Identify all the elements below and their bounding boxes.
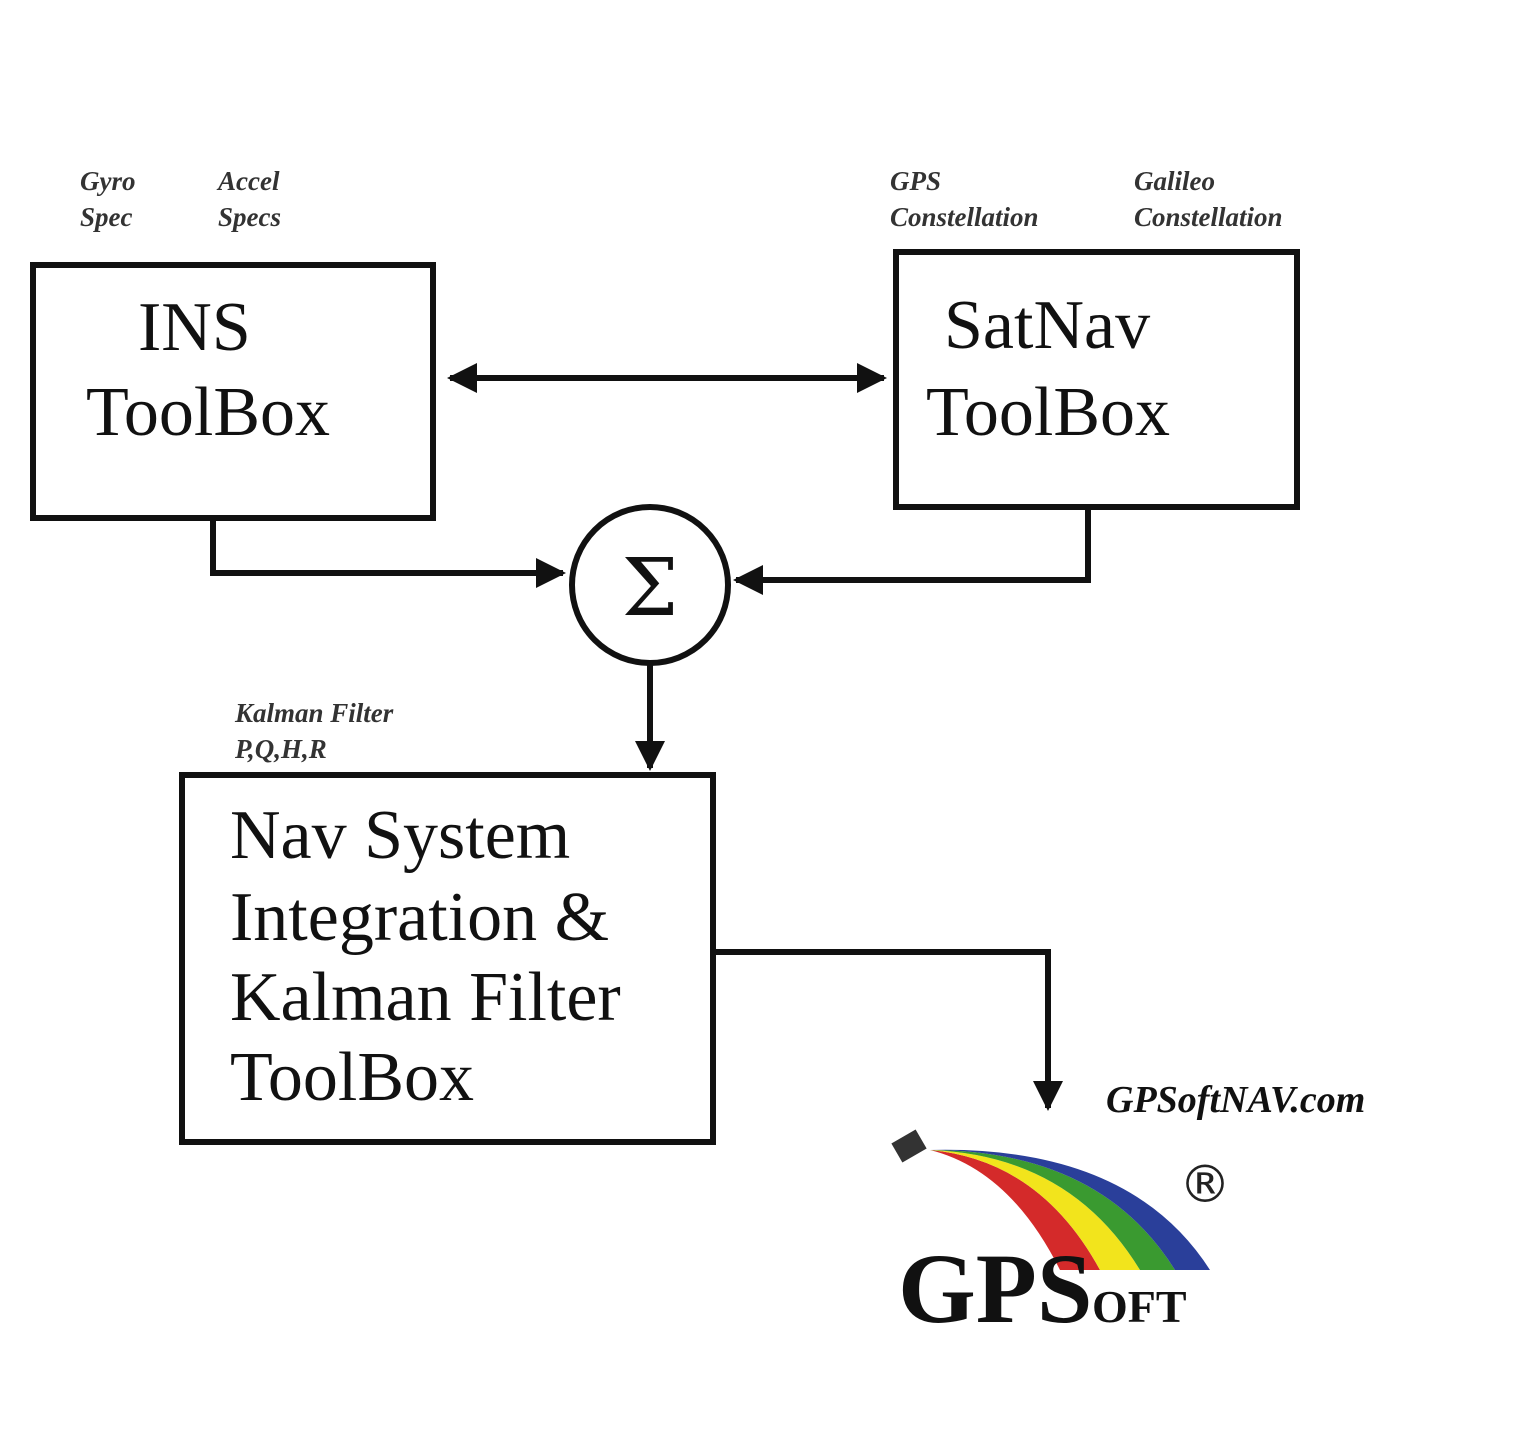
gyro-label-2: Spec — [80, 202, 133, 232]
sigma-symbol: Σ — [622, 541, 679, 634]
ins-toolbox-block: INS ToolBox — [30, 262, 436, 521]
kalman-label: Kalman Filter — [234, 698, 394, 728]
satnav-toolbox-block: SatNav ToolBox — [893, 249, 1300, 510]
nav-line-3: Kalman Filter — [230, 959, 621, 1036]
nav-line-1: Nav System — [230, 797, 570, 874]
satnav-subtitle: ToolBox — [926, 374, 1170, 451]
nav-line-4: ToolBox — [230, 1039, 474, 1116]
galileo-label: Galileo — [1134, 166, 1215, 196]
nav-integration-block: Nav System Integration & Kalman Filter T… — [179, 772, 716, 1145]
galileo-label-2: Constellation — [1134, 202, 1283, 232]
website-link[interactable]: GPSoftNAV.com — [1106, 1079, 1365, 1121]
registered-mark: ® — [1179, 1155, 1231, 1215]
ins-title: INS — [138, 289, 251, 366]
logo-small: OFT — [1092, 1281, 1187, 1332]
accel-label: Accel — [216, 166, 280, 196]
satnav-title: SatNav — [944, 287, 1150, 364]
nav-line-2: Integration & — [230, 879, 609, 956]
accel-label-2: Specs — [218, 202, 281, 232]
pqhr-label: P,Q,H,R — [234, 734, 327, 764]
gps-label-2: Constellation — [890, 202, 1039, 232]
gpsoft-logo: GPS OFT ® — [891, 1129, 1231, 1344]
gps-label: GPS — [890, 166, 941, 196]
ins-to-sum-arrow — [210, 518, 566, 588]
satnav-to-sum-arrow — [733, 507, 1091, 595]
satellite-icon — [891, 1129, 927, 1163]
logo-main: GPS — [898, 1233, 1092, 1344]
summation-node: Σ — [569, 504, 731, 666]
output-arrow — [713, 949, 1063, 1111]
gyro-label: Gyro — [80, 166, 136, 196]
ins-subtitle: ToolBox — [86, 374, 330, 451]
